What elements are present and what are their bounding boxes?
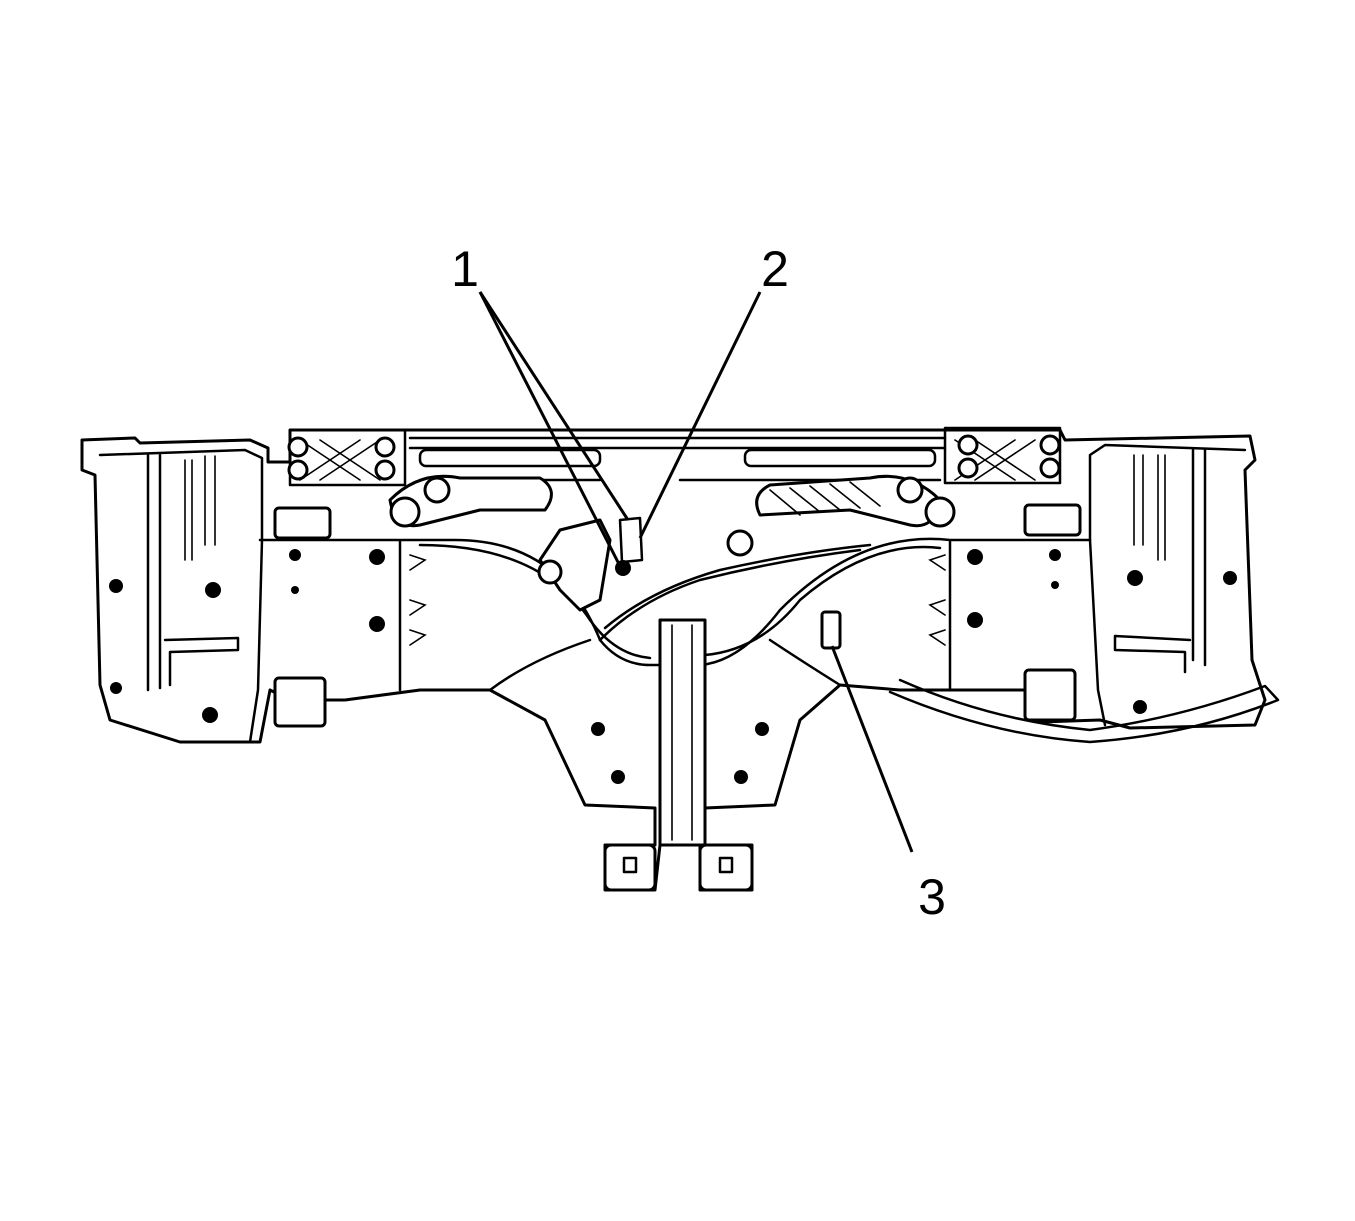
upper-rail — [408, 436, 947, 482]
bolt — [755, 722, 769, 736]
bolt — [611, 770, 625, 784]
center-lower-web — [488, 638, 842, 692]
bolt — [734, 770, 748, 784]
left-latch-plate — [538, 518, 612, 612]
connector-3 — [820, 610, 842, 650]
bolt — [967, 549, 983, 565]
right-lower-mount — [1023, 668, 1077, 722]
left-upper-bracket — [288, 428, 407, 487]
bolt — [289, 549, 301, 561]
bolt-head — [957, 434, 979, 456]
left-pivot-upper — [423, 476, 451, 504]
bolt-head — [1039, 434, 1061, 456]
callout-2: 2 — [761, 241, 789, 297]
right-foot — [698, 843, 754, 892]
bolt — [1127, 570, 1143, 586]
bolt-head — [1039, 457, 1061, 479]
callouts: 1 2 3 — [451, 241, 946, 925]
left-clip-row — [409, 554, 427, 646]
upper-rail-slot-right — [743, 448, 937, 468]
center-tube-detail — [671, 624, 693, 841]
bolt — [1051, 581, 1059, 589]
left-end-bracket — [98, 448, 264, 744]
bolt-head — [957, 457, 979, 479]
right-pivot — [924, 496, 956, 528]
bolt-head — [287, 436, 309, 458]
leader-lines — [478, 291, 914, 853]
bolt — [109, 579, 123, 593]
right-linkage-mesh — [769, 481, 881, 516]
left-upper-bracket-cross — [299, 439, 381, 481]
center-tube — [658, 618, 707, 847]
right-end-bracket — [1088, 443, 1247, 727]
bolts — [109, 434, 1237, 784]
leader-3 — [830, 645, 914, 853]
left-foot — [603, 843, 657, 892]
bolt — [110, 682, 122, 694]
bolt — [967, 612, 983, 628]
right-upper-bracket — [943, 426, 1062, 485]
right-end-rib — [1113, 448, 1207, 674]
bolt — [369, 616, 385, 632]
bolt — [1223, 571, 1237, 585]
left-lower-mount — [273, 676, 327, 728]
bolt — [591, 722, 605, 736]
bolt — [1049, 549, 1061, 561]
bolt-head — [374, 436, 396, 458]
bolt — [291, 586, 299, 594]
center-right-pivot — [726, 529, 754, 557]
leader-1b — [478, 291, 624, 571]
right-pivot-upper — [896, 476, 924, 504]
right-upper-bracket-cross — [954, 439, 1036, 481]
bolt-head — [287, 459, 309, 481]
wiring-harness — [598, 543, 872, 642]
right-upper-mount — [1023, 503, 1082, 537]
leader-1a — [478, 291, 630, 521]
left-end-ribs-detail — [184, 455, 216, 561]
bolt — [369, 549, 385, 565]
bolt — [1133, 700, 1147, 714]
left-foot-slot — [622, 856, 638, 874]
bolt-head — [374, 459, 396, 481]
bolt — [202, 707, 218, 723]
right-foot-slot — [718, 856, 734, 874]
leader-2 — [638, 291, 762, 539]
bolt — [205, 582, 221, 598]
harness-right-branch — [888, 678, 1280, 744]
upper-rail-slot-left — [418, 448, 602, 468]
latch-hole — [537, 559, 563, 585]
connector-2 — [618, 516, 644, 564]
callout-1: 1 — [451, 241, 479, 297]
callout-3: 3 — [918, 869, 946, 925]
left-pivot — [389, 496, 421, 528]
frame-assembly — [80, 426, 1280, 892]
right-clip-row — [928, 554, 946, 646]
left-end-rib — [146, 453, 240, 692]
right-end-ribs-detail — [1133, 454, 1166, 561]
left-upper-mount — [273, 506, 332, 540]
